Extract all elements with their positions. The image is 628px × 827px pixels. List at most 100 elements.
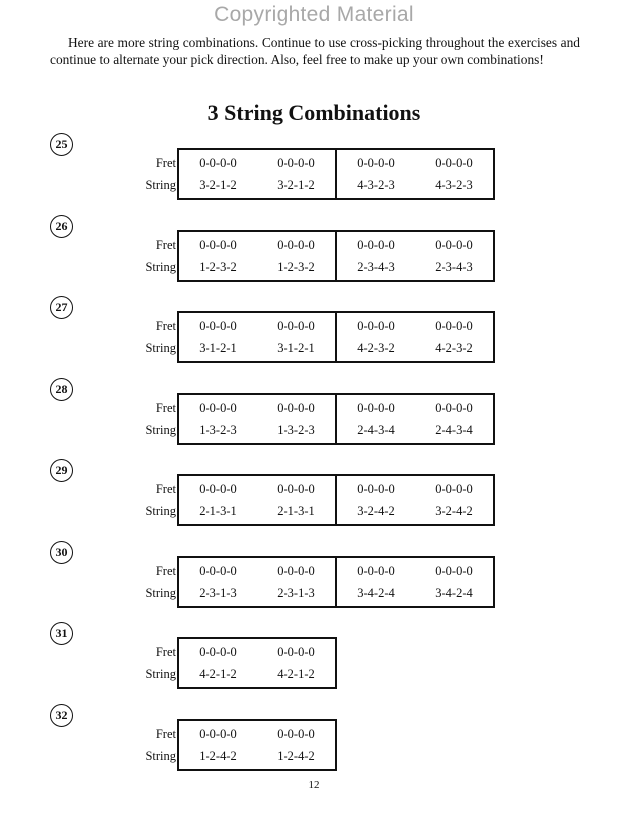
string-value: 3-2-1-2 xyxy=(277,178,315,192)
pattern-cell: 0-0-0-0 2-4-3-4 xyxy=(415,395,493,443)
string-value: 4-3-2-3 xyxy=(435,178,473,192)
pattern-cell: 0-0-0-0 1-2-4-2 xyxy=(179,721,257,769)
fret-value: 0-0-0-0 xyxy=(199,319,237,333)
string-label: String xyxy=(145,586,176,600)
string-label: String xyxy=(145,423,176,437)
exercise-number: 32 xyxy=(50,704,73,727)
string-value: 2-3-4-3 xyxy=(357,260,395,274)
pattern-box: 0-0-0-0 3-2-1-2 0-0-0-0 3-2-1-2 0-0-0-0 4-3-2… xyxy=(177,148,495,200)
fret-value: 0-0-0-0 xyxy=(435,156,473,170)
fret-value: 0-0-0-0 xyxy=(199,156,237,170)
fret-value: 0-0-0-0 xyxy=(435,319,473,333)
pattern-cell: 0-0-0-0 3-1-2-1 xyxy=(179,313,257,361)
fret-label: Fret xyxy=(155,319,176,333)
fret-value: 0-0-0-0 xyxy=(277,482,315,496)
fret-label: Fret xyxy=(155,156,176,170)
string-value: 2-3-1-3 xyxy=(277,586,315,600)
pattern-cell: 0-0-0-0 2-3-1-3 xyxy=(179,558,257,606)
pattern-cell: 0-0-0-0 2-4-3-4 xyxy=(337,395,415,443)
string-value: 4-2-1-2 xyxy=(277,667,315,681)
string-value: 2-4-3-4 xyxy=(357,423,395,437)
string-value: 2-4-3-4 xyxy=(435,423,473,437)
fret-value: 0-0-0-0 xyxy=(357,238,395,252)
fret-value: 0-0-0-0 xyxy=(277,564,315,578)
fret-value: 0-0-0-0 xyxy=(199,645,237,659)
fret-value: 0-0-0-0 xyxy=(277,156,315,170)
string-value: 1-3-2-3 xyxy=(277,423,315,437)
fret-value: 0-0-0-0 xyxy=(277,645,315,659)
page-number: 12 xyxy=(308,779,320,791)
pattern-box: 0-0-0-0 1-3-2-3 0-0-0-0 1-3-2-3 0-0-0-0 2-4-3… xyxy=(177,393,495,445)
fret-value: 0-0-0-0 xyxy=(199,238,237,252)
fret-value: 0-0-0-0 xyxy=(199,564,237,578)
exercise-number: 31 xyxy=(50,622,73,645)
pattern-cell: 0-0-0-0 2-3-1-3 xyxy=(257,558,335,606)
fret-value: 0-0-0-0 xyxy=(435,564,473,578)
string-value: 2-1-3-1 xyxy=(277,504,315,518)
pattern-group: 0-0-0-0 2-3-1-3 0-0-0-0 2-3-1-3 xyxy=(179,558,335,606)
pattern-group: 0-0-0-0 3-2-1-2 0-0-0-0 3-2-1-2 xyxy=(179,150,335,198)
fret-label: Fret xyxy=(155,727,176,741)
string-value: 1-2-3-2 xyxy=(199,260,237,274)
exercise-number: 25 xyxy=(50,133,73,156)
string-value: 4-3-2-3 xyxy=(357,178,395,192)
pattern-cell: 0-0-0-0 4-3-2-3 xyxy=(415,150,493,198)
pattern-cell: 0-0-0-0 1-3-2-3 xyxy=(179,395,257,443)
fret-value: 0-0-0-0 xyxy=(357,156,395,170)
string-label: String xyxy=(145,341,176,355)
string-value: 2-1-3-1 xyxy=(199,504,237,518)
string-label: String xyxy=(145,667,176,681)
fret-value: 0-0-0-0 xyxy=(277,727,315,741)
pattern-cell: 0-0-0-0 1-3-2-3 xyxy=(257,395,335,443)
pattern-group: 0-0-0-0 1-3-2-3 0-0-0-0 1-3-2-3 xyxy=(179,395,335,443)
exercise-number: 30 xyxy=(50,541,73,564)
watermark: Copyrighted Material xyxy=(214,3,414,26)
pattern-cell: 0-0-0-0 4-3-2-3 xyxy=(337,150,415,198)
fret-value: 0-0-0-0 xyxy=(435,482,473,496)
string-value: 1-2-4-2 xyxy=(199,749,237,763)
pattern-cell: 0-0-0-0 1-2-3-2 xyxy=(179,232,257,280)
string-value: 3-1-2-1 xyxy=(199,341,237,355)
fret-value: 0-0-0-0 xyxy=(199,727,237,741)
string-value: 1-3-2-3 xyxy=(199,423,237,437)
string-value: 2-3-1-3 xyxy=(199,586,237,600)
fret-value: 0-0-0-0 xyxy=(277,401,315,415)
pattern-cell: 0-0-0-0 3-4-2-4 xyxy=(415,558,493,606)
fret-value: 0-0-0-0 xyxy=(435,401,473,415)
fret-value: 0-0-0-0 xyxy=(357,401,395,415)
string-value: 3-2-1-2 xyxy=(199,178,237,192)
pattern-cell: 0-0-0-0 2-3-4-3 xyxy=(337,232,415,280)
fret-label: Fret xyxy=(155,564,176,578)
section-title: 3 String Combinations xyxy=(207,100,421,125)
fret-value: 0-0-0-0 xyxy=(277,319,315,333)
string-value: 3-4-2-4 xyxy=(435,586,473,600)
fret-value: 0-0-0-0 xyxy=(357,482,395,496)
fret-value: 0-0-0-0 xyxy=(199,401,237,415)
